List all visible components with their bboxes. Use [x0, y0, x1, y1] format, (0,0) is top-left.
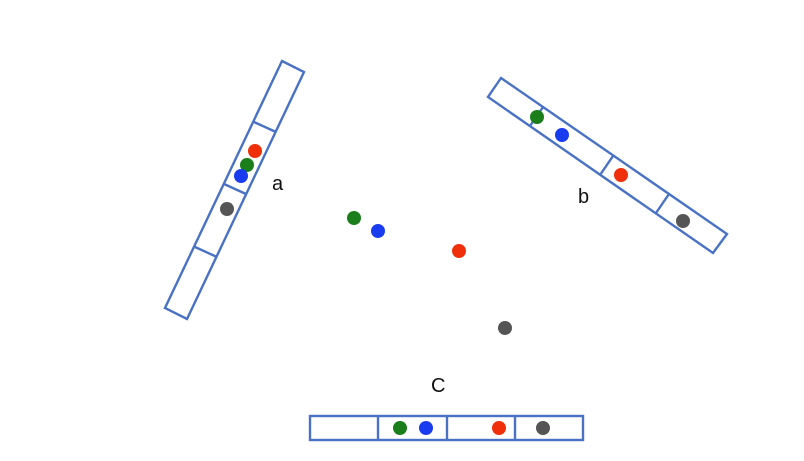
strip-b [486, 76, 729, 255]
strip-b-frame [486, 76, 729, 255]
strip-b-dot-green [530, 110, 544, 124]
label-c: C [431, 375, 445, 397]
strip-c-dot-gray [536, 421, 550, 435]
source-dot-blue [371, 224, 385, 238]
source-dot-gray [498, 321, 512, 335]
strip-a-divider-2 [223, 182, 247, 196]
strip-c-dot-red [492, 421, 506, 435]
strip-c-dot-green [393, 421, 407, 435]
strip-c-dot-blue [419, 421, 433, 435]
strip-b-dot-gray [676, 214, 690, 228]
label-a: a [272, 173, 284, 195]
strip-b-divider-2 [599, 155, 614, 176]
strip-b-divider-3 [655, 193, 670, 214]
strip-a-dot-gray [220, 202, 234, 216]
strip-b-dot-red [614, 168, 628, 182]
strip-a-divider-3 [194, 245, 218, 259]
strip-a-dot-blue [234, 169, 248, 183]
label-b: b [578, 186, 589, 208]
strip-a-dot-green [240, 158, 254, 172]
strip-c [308, 414, 585, 442]
strip-a-frame [163, 59, 306, 321]
source-dot-green [347, 211, 361, 225]
strip-a [163, 59, 306, 321]
strip-a-dot-red [248, 144, 262, 158]
source-dots [347, 211, 512, 335]
source-dot-red [452, 244, 466, 258]
strip-b-dot-blue [555, 128, 569, 142]
strip-a-divider-1 [253, 120, 277, 134]
